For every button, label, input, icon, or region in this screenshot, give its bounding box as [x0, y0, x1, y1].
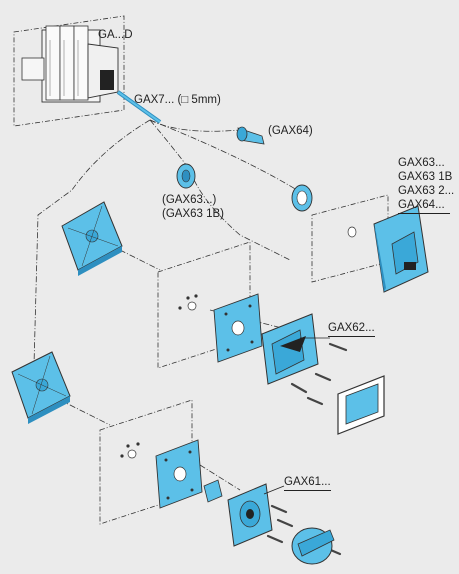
- leader-lines: [263, 337, 330, 495]
- mounting-plate-lower: [155, 439, 203, 509]
- label-gax63-list-1: GAX63...: [398, 157, 445, 169]
- label-gax63-paren: (GAX63...): [162, 194, 217, 206]
- label-gax64: (GAX64): [268, 125, 313, 137]
- switch-disconnector-body: [13, 15, 125, 127]
- ring-adapter: [291, 184, 313, 212]
- shaft-gax7: [116, 90, 162, 124]
- label-gax7: GAX7... (□ 5mm): [134, 94, 221, 106]
- guide-lines: [33, 119, 306, 491]
- screws-gax62: [290, 342, 348, 406]
- adapter-gax63: [176, 163, 196, 189]
- handle-gax62: [261, 313, 319, 385]
- handle-gax61-base: [227, 483, 273, 547]
- square-flange-upper: [61, 201, 123, 276]
- label-ga-d: GA...D: [98, 29, 133, 41]
- adapter-gax64: [236, 126, 265, 145]
- door-panel-right: [311, 194, 389, 283]
- label-gax63-1b-paren: (GAX63 1B): [162, 208, 224, 220]
- gasket-gax62: [337, 375, 385, 435]
- label-gax63-list-2: GAX63 1B: [398, 171, 453, 183]
- label-gax62: GAX62...: [328, 322, 375, 337]
- handle-gax61-knob: [291, 527, 335, 565]
- label-gax61: GAX61...: [284, 476, 331, 491]
- label-gax63-list-3: GAX63 2...: [398, 185, 455, 197]
- coupling-adapter-lower: [203, 479, 223, 503]
- mounting-plate-middle: [213, 293, 263, 363]
- handle-gax63: [373, 205, 429, 293]
- label-gax63-list-4: GAX64...: [398, 199, 450, 214]
- square-flange-lower: [11, 351, 71, 424]
